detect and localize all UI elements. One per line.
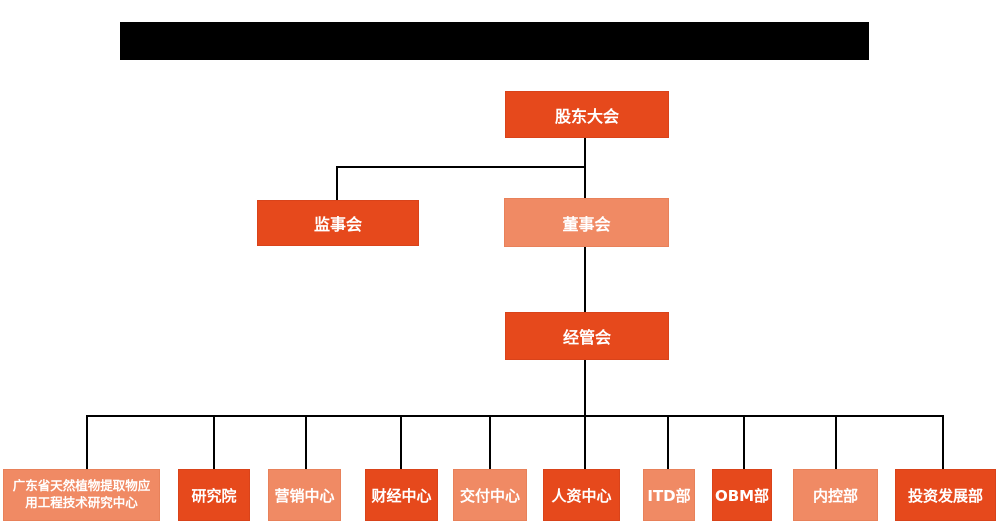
- node-shareholders-meeting: 股东大会: [505, 91, 669, 138]
- redacted-title-bar: [120, 22, 869, 60]
- connector-drop-research-institute: [213, 415, 215, 470]
- connector-to-supervisory: [336, 166, 338, 200]
- connector-level2-horizontal: [336, 166, 586, 168]
- node-dept-hr-center: 人资中心: [543, 469, 620, 521]
- node-dept-internal-control: 内控部: [793, 469, 878, 521]
- connector-drop-investment: [942, 415, 944, 470]
- connector-board-to-management: [584, 246, 586, 313]
- connector-drop-delivery: [489, 415, 491, 470]
- connector-shareholders-stem: [584, 137, 586, 168]
- node-dept-obm: OBM部: [712, 469, 772, 521]
- connector-drop-research-center: [86, 415, 88, 470]
- connector-drop-itd: [667, 415, 669, 470]
- connector-drop-obm: [743, 415, 745, 470]
- node-dept-finance-center: 财经中心: [365, 469, 438, 521]
- connector-drop-finance: [400, 415, 402, 470]
- connector-management-to-bus: [584, 358, 586, 470]
- connector-departments-bus: [86, 415, 944, 417]
- node-dept-investment-development: 投资发展部: [895, 469, 996, 521]
- node-supervisory-board: 监事会: [257, 200, 419, 246]
- node-dept-marketing-center: 营销中心: [268, 469, 341, 521]
- connector-to-board: [584, 166, 586, 199]
- node-dept-itd: ITD部: [643, 469, 695, 521]
- connector-drop-marketing: [305, 415, 307, 470]
- node-dept-delivery-center: 交付中心: [453, 469, 527, 521]
- connector-drop-internal-control: [835, 415, 837, 470]
- node-dept-research-institute: 研究院: [178, 469, 250, 521]
- node-management-committee: 经管会: [505, 312, 669, 360]
- node-dept-research-center: 广东省天然植物提取物应用工程技术研究中心: [3, 469, 160, 521]
- node-board-of-directors: 董事会: [504, 198, 669, 247]
